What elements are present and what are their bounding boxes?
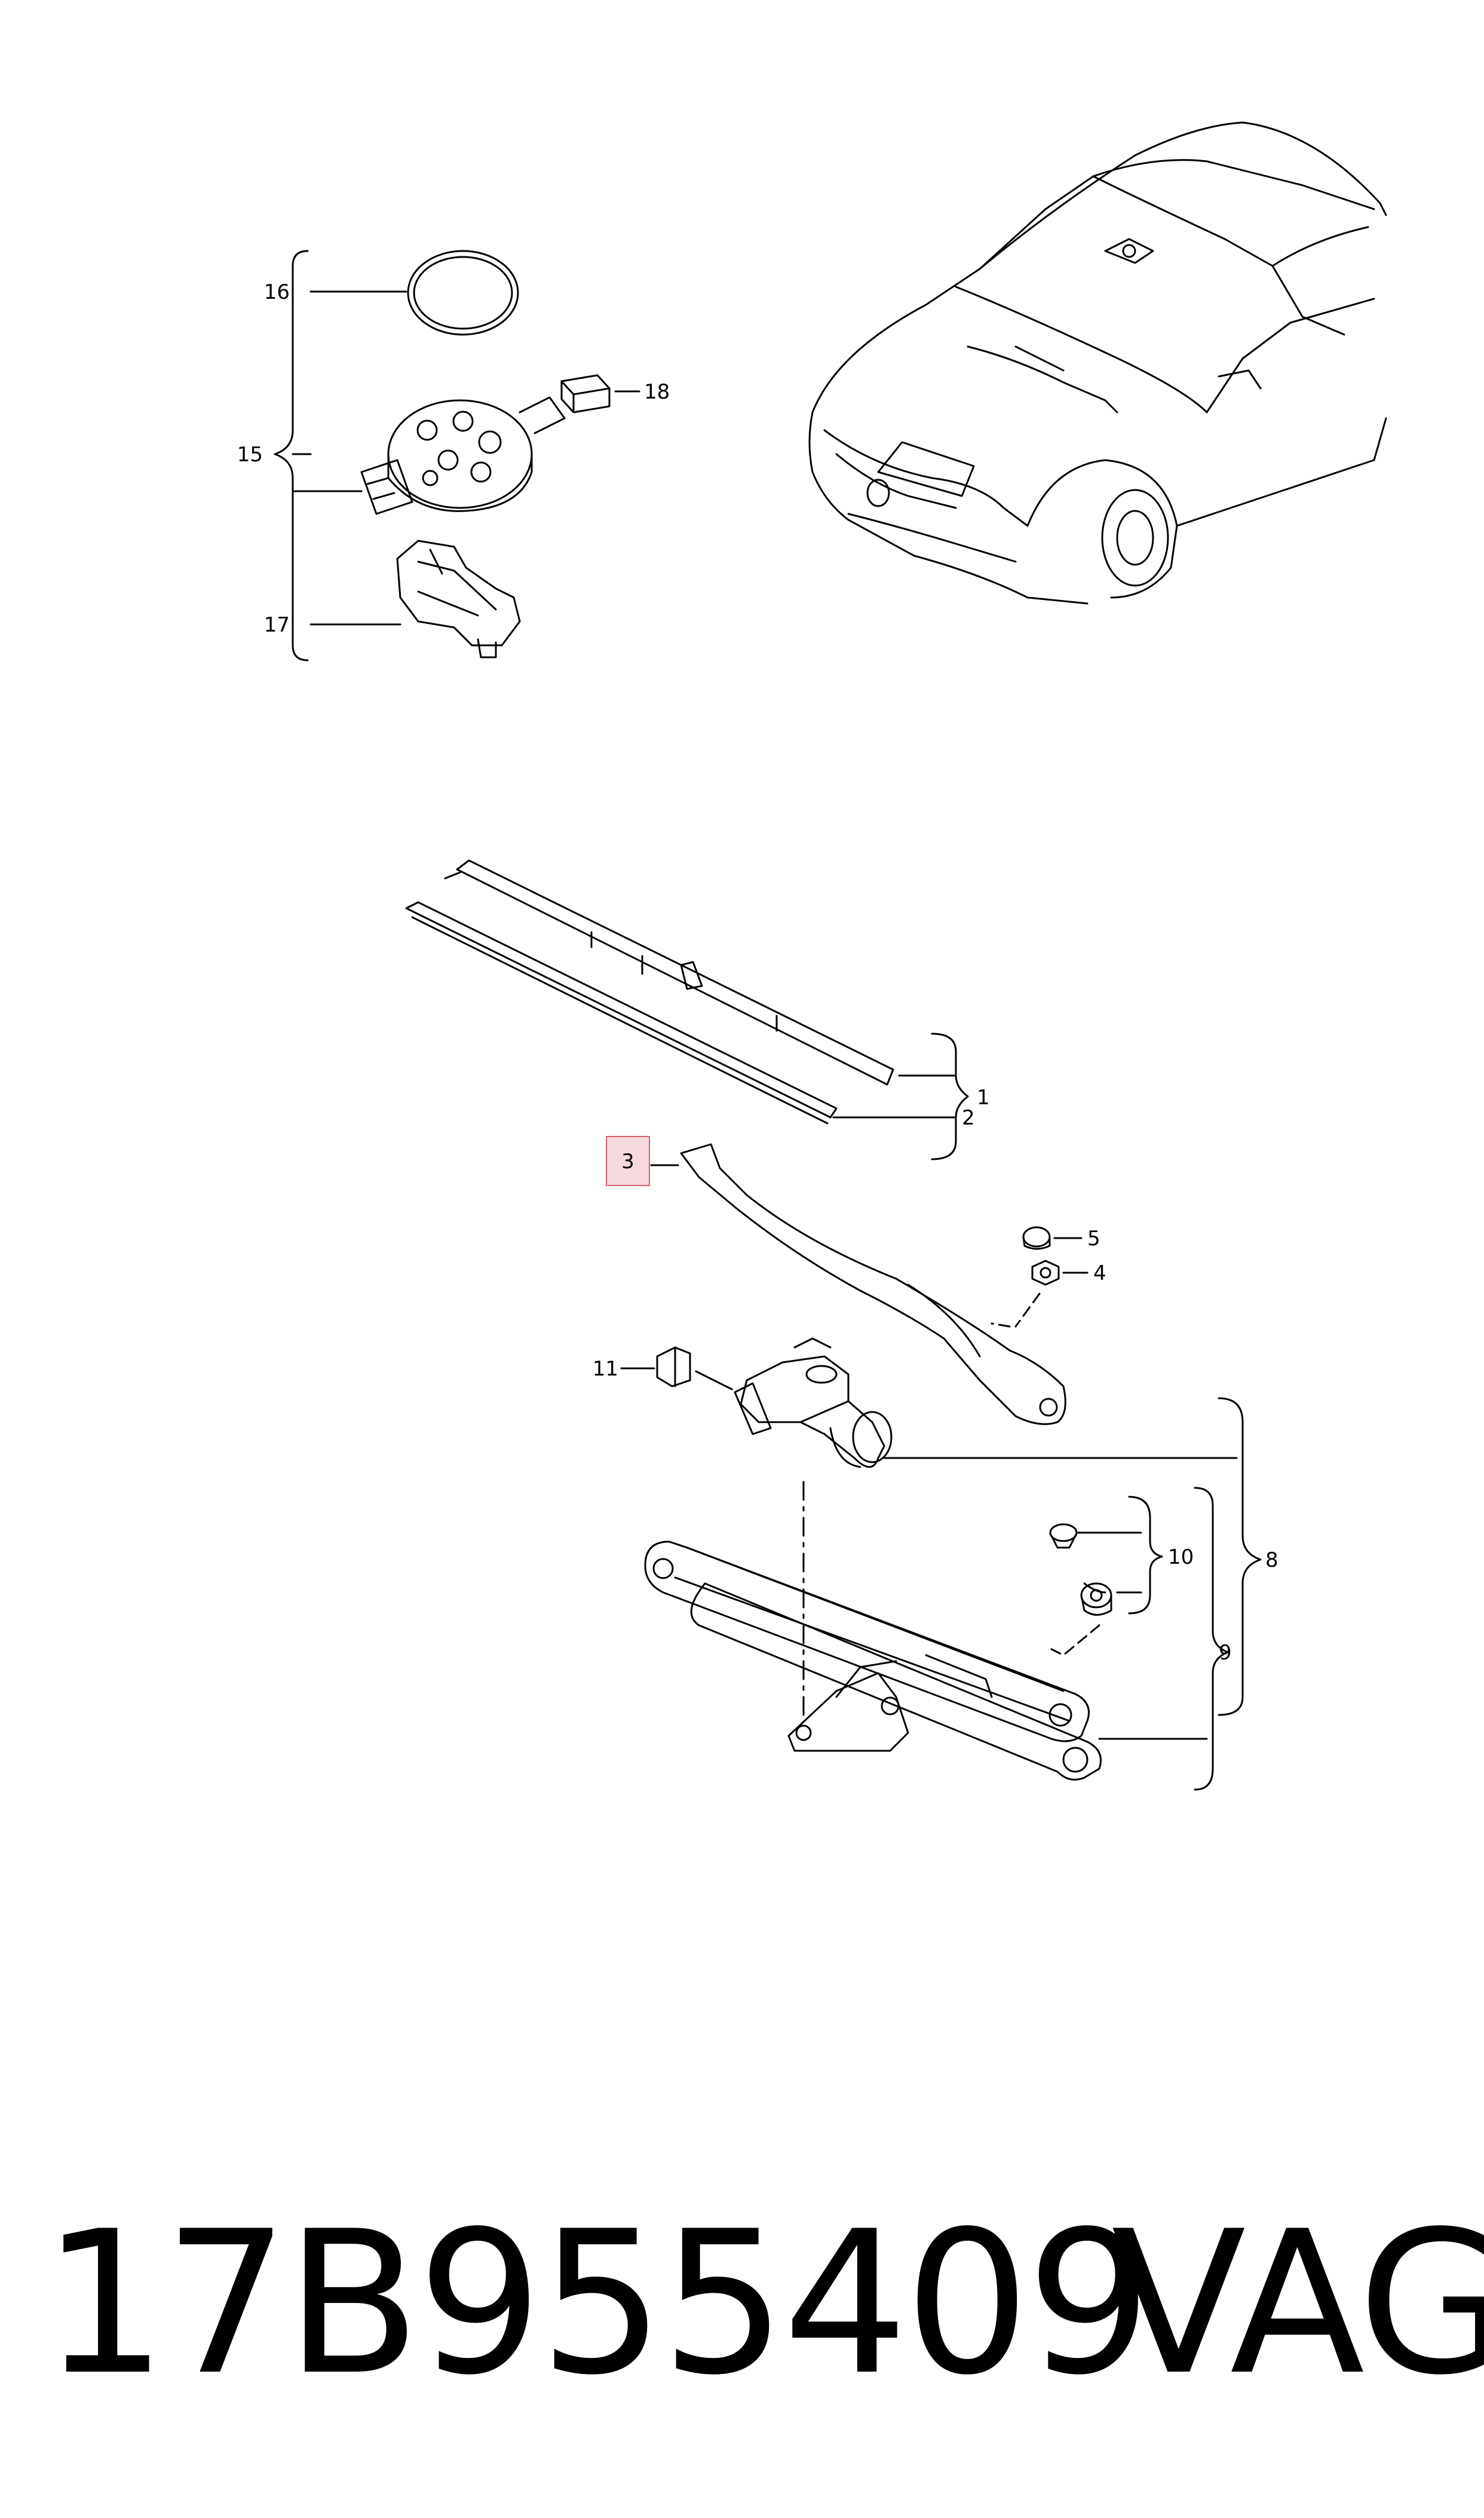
callout-17: 17 [264, 613, 290, 637]
wiper-arm [680, 1143, 1066, 1425]
callout-16: 16 [264, 280, 290, 304]
part-number: 17B955409 [42, 2189, 1152, 2418]
brand-name: VAG [1111, 2189, 1484, 2418]
wiper-linkage [644, 1540, 1102, 1781]
footer: 17B955409 VAG [42, 2175, 1484, 2432]
wiper-motor [734, 1337, 893, 1468]
cable-clip-18 [560, 374, 611, 413]
car-illustration [808, 121, 1387, 605]
nut-4 [1031, 1260, 1060, 1286]
callout-18: 18 [644, 380, 670, 404]
bracket-15 [274, 250, 312, 661]
callout-8: 8 [1265, 1548, 1278, 1572]
wiper-blade [405, 859, 894, 1125]
cap-10 [1049, 1523, 1106, 1594]
grommet-10 [1080, 1582, 1112, 1616]
callout-11: 11 [593, 1357, 618, 1381]
callout-15: 15 [237, 443, 263, 467]
seal-ring-16 [407, 250, 519, 336]
callout-9: 9 [1219, 1641, 1232, 1665]
callout-10: 10 [1168, 1545, 1194, 1569]
highlight-box-3 [606, 1136, 650, 1186]
cap-5 [1022, 1226, 1051, 1250]
callout-2: 2 [962, 1106, 975, 1130]
callout-3: 3 [621, 1150, 634, 1174]
rain-sensor [360, 396, 566, 515]
callout-4: 4 [1093, 1261, 1106, 1285]
sensor-holder-17 [396, 540, 521, 658]
callout-1: 1 [977, 1086, 990, 1110]
callout-5: 5 [1087, 1227, 1100, 1251]
connector-11 [656, 1346, 691, 1387]
parts-diagram: 16 18 15 17 1 2 3 5 4 11 8 10 9 [237, 121, 1387, 1791]
